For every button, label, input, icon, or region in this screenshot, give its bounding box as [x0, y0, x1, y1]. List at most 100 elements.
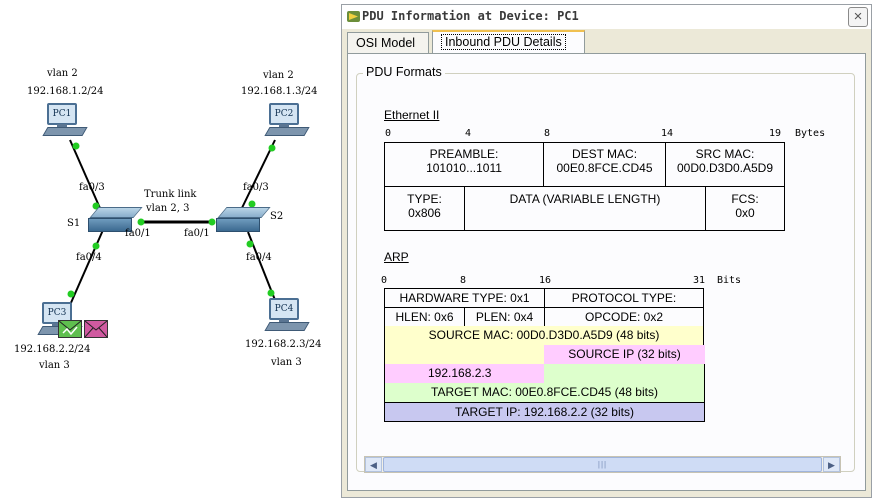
- link-light: [267, 289, 275, 297]
- arp-source-mac-row2: [384, 345, 545, 365]
- pc1-name: PC1: [52, 109, 72, 119]
- arp-plen-field: PLEN: 0x4: [464, 307, 545, 327]
- scroll-right-button[interactable]: ▶: [823, 457, 840, 472]
- eth-tick: 19: [769, 128, 782, 139]
- arp-target-mac-field: TARGET MAC: 00E0.8FCE.CD45 (48 bits): [384, 383, 705, 403]
- arp-protocol-type-field: PROTOCOL TYPE:: [544, 288, 704, 308]
- grip-icon: |||: [597, 460, 608, 469]
- pc3-name: PC3: [47, 308, 67, 318]
- window-title: PDU Information at Device: PC1: [362, 9, 579, 23]
- pc1-vlan-label: vlan 2: [47, 68, 78, 79]
- envelope-pink-icon[interactable]: [84, 320, 108, 338]
- field-label: PREAMBLE:: [429, 147, 499, 161]
- pc4-name: PC4: [274, 304, 294, 314]
- arp-source-ip-field: SOURCE IP (32 bits): [544, 345, 705, 364]
- packet-tracer-icon: [347, 11, 360, 22]
- switch-icon: [88, 218, 132, 232]
- field-value: 0x806: [408, 206, 441, 220]
- switch-s2[interactable]: [214, 207, 271, 233]
- close-icon: ×: [853, 8, 863, 25]
- network-topology: vlan 2 192.168.1.2/24 PC1 vlan 2 192.168…: [0, 0, 340, 503]
- eth-tick: 14: [661, 128, 674, 139]
- link-light: [248, 200, 256, 208]
- switch-s1[interactable]: [86, 207, 143, 233]
- s2-port-fa04: fa0/4: [246, 252, 272, 263]
- arp-target-ip-field: TARGET IP: 192.168.2.2 (32 bits): [384, 402, 705, 422]
- arp-opcode-field: OPCODE: 0x2: [544, 307, 704, 327]
- switch-icon: [216, 218, 260, 232]
- arp-source-mac-field: SOURCE MAC: 00D0.D3D0.A5D9 (48 bits): [428, 328, 660, 342]
- horizontal-scrollbar[interactable]: ◀ ||| ▶: [364, 456, 841, 473]
- pc1-ip-label: 192.168.1.2/24: [27, 86, 104, 97]
- field-label: SRC MAC:: [695, 147, 755, 161]
- tab-label: Inbound PDU Details: [441, 34, 566, 50]
- envelope-green-icon[interactable]: [58, 320, 82, 338]
- s1-port-fa01: fa0/1: [125, 228, 151, 239]
- monitor-icon: PC4: [269, 298, 299, 320]
- pc3-vlan-label: vlan 3: [39, 360, 70, 371]
- arp-tick: 0: [381, 275, 388, 286]
- eth-unit: Bytes: [795, 128, 826, 139]
- pc4-device[interactable]: PC4: [264, 298, 310, 336]
- field-label: FCS:: [731, 192, 759, 206]
- s1-port-fa04: fa0/4: [76, 252, 102, 263]
- pc3-ip-label: 192.168.2.2/24: [14, 344, 91, 355]
- arp-hardware-type-field: HARDWARE TYPE: 0x1: [384, 288, 545, 308]
- s2-port-fa01: fa0/1: [184, 228, 210, 239]
- pc1-device[interactable]: PC1: [42, 103, 88, 141]
- tab-panel: PDU Formats Ethernet II 0 4 8 14 19 Byte…: [347, 53, 866, 491]
- monitor-icon: PC2: [269, 103, 299, 125]
- eth-tick: 4: [465, 128, 472, 139]
- link-light: [246, 240, 254, 248]
- s2-port-fa03: fa0/3: [243, 182, 269, 193]
- arp-source-mac-row: [384, 326, 704, 346]
- topology-links: [67, 139, 276, 306]
- arp-target-mac-row1: [544, 364, 705, 383]
- pdu-information-window: PDU Information at Device: PC1 × OSI Mod…: [341, 4, 872, 498]
- field-value: 00D0.D3D0.A5D9: [676, 161, 774, 175]
- s2-name-label: S2: [270, 211, 284, 222]
- eth-tick: 8: [544, 128, 551, 139]
- chevron-left-icon: ◀: [370, 460, 377, 470]
- pc3-device[interactable]: PC3: [37, 302, 83, 340]
- field-label: DATA (VARIABLE LENGTH): [509, 192, 661, 206]
- link-pc2-s2: [239, 139, 276, 213]
- field-value: 00E0.8FCE.CD45: [556, 161, 653, 175]
- s1-port-fa03: fa0/3: [79, 182, 105, 193]
- eth-fcs-field: FCS: 0x0: [705, 186, 785, 231]
- eth-dest-mac-field: DEST MAC: 00E0.8FCE.CD45: [543, 142, 666, 187]
- tab-osi-model[interactable]: OSI Model: [347, 32, 429, 53]
- eth-src-mac-field: SRC MAC: 00D0.D3D0.A5D9: [665, 142, 785, 187]
- arp-source-ip-value: 192.168.2.3: [384, 364, 545, 383]
- link-light: [268, 144, 276, 152]
- chevron-right-icon: ▶: [828, 460, 835, 470]
- scroll-thumb[interactable]: |||: [383, 457, 822, 472]
- monitor-icon: PC1: [47, 103, 77, 125]
- eth-tick: 0: [385, 128, 392, 139]
- close-button[interactable]: ×: [848, 7, 868, 27]
- eth-type-field: TYPE: 0x806: [384, 186, 465, 231]
- link-pc3-s1: [69, 229, 104, 306]
- link-light: [208, 218, 216, 226]
- arp-tick: 31: [693, 275, 706, 286]
- link-light: [72, 142, 80, 150]
- pc2-name: PC2: [274, 109, 294, 119]
- pc2-ip-label: 192.168.1.3/24: [241, 86, 318, 97]
- arp-tick: 16: [539, 275, 552, 286]
- trunk-label: Trunk link: [144, 189, 197, 200]
- pdu-scroll-area[interactable]: Ethernet II 0 4 8 14 19 Bytes PREAMBLE: …: [364, 83, 841, 457]
- tab-inbound-pdu-details[interactable]: Inbound PDU Details: [432, 30, 585, 54]
- pc2-device[interactable]: PC2: [264, 103, 310, 141]
- link-light: [92, 242, 100, 250]
- link-light: [67, 290, 75, 298]
- pc4-vlan-label: vlan 3: [271, 357, 302, 368]
- arp-title: ARP: [384, 250, 409, 264]
- eth-data-field: DATA (VARIABLE LENGTH): [464, 186, 706, 231]
- scroll-left-button[interactable]: ◀: [365, 457, 382, 472]
- link-light: [137, 218, 145, 226]
- field-label: DEST MAC:: [571, 147, 638, 161]
- pc4-ip-label: 192.168.2.3/24: [245, 339, 322, 350]
- s1-name-label: S1: [67, 218, 81, 229]
- eth-preamble-field: PREAMBLE: 101010...1011: [384, 142, 544, 187]
- title-bar[interactable]: PDU Information at Device: PC1 ×: [342, 5, 871, 29]
